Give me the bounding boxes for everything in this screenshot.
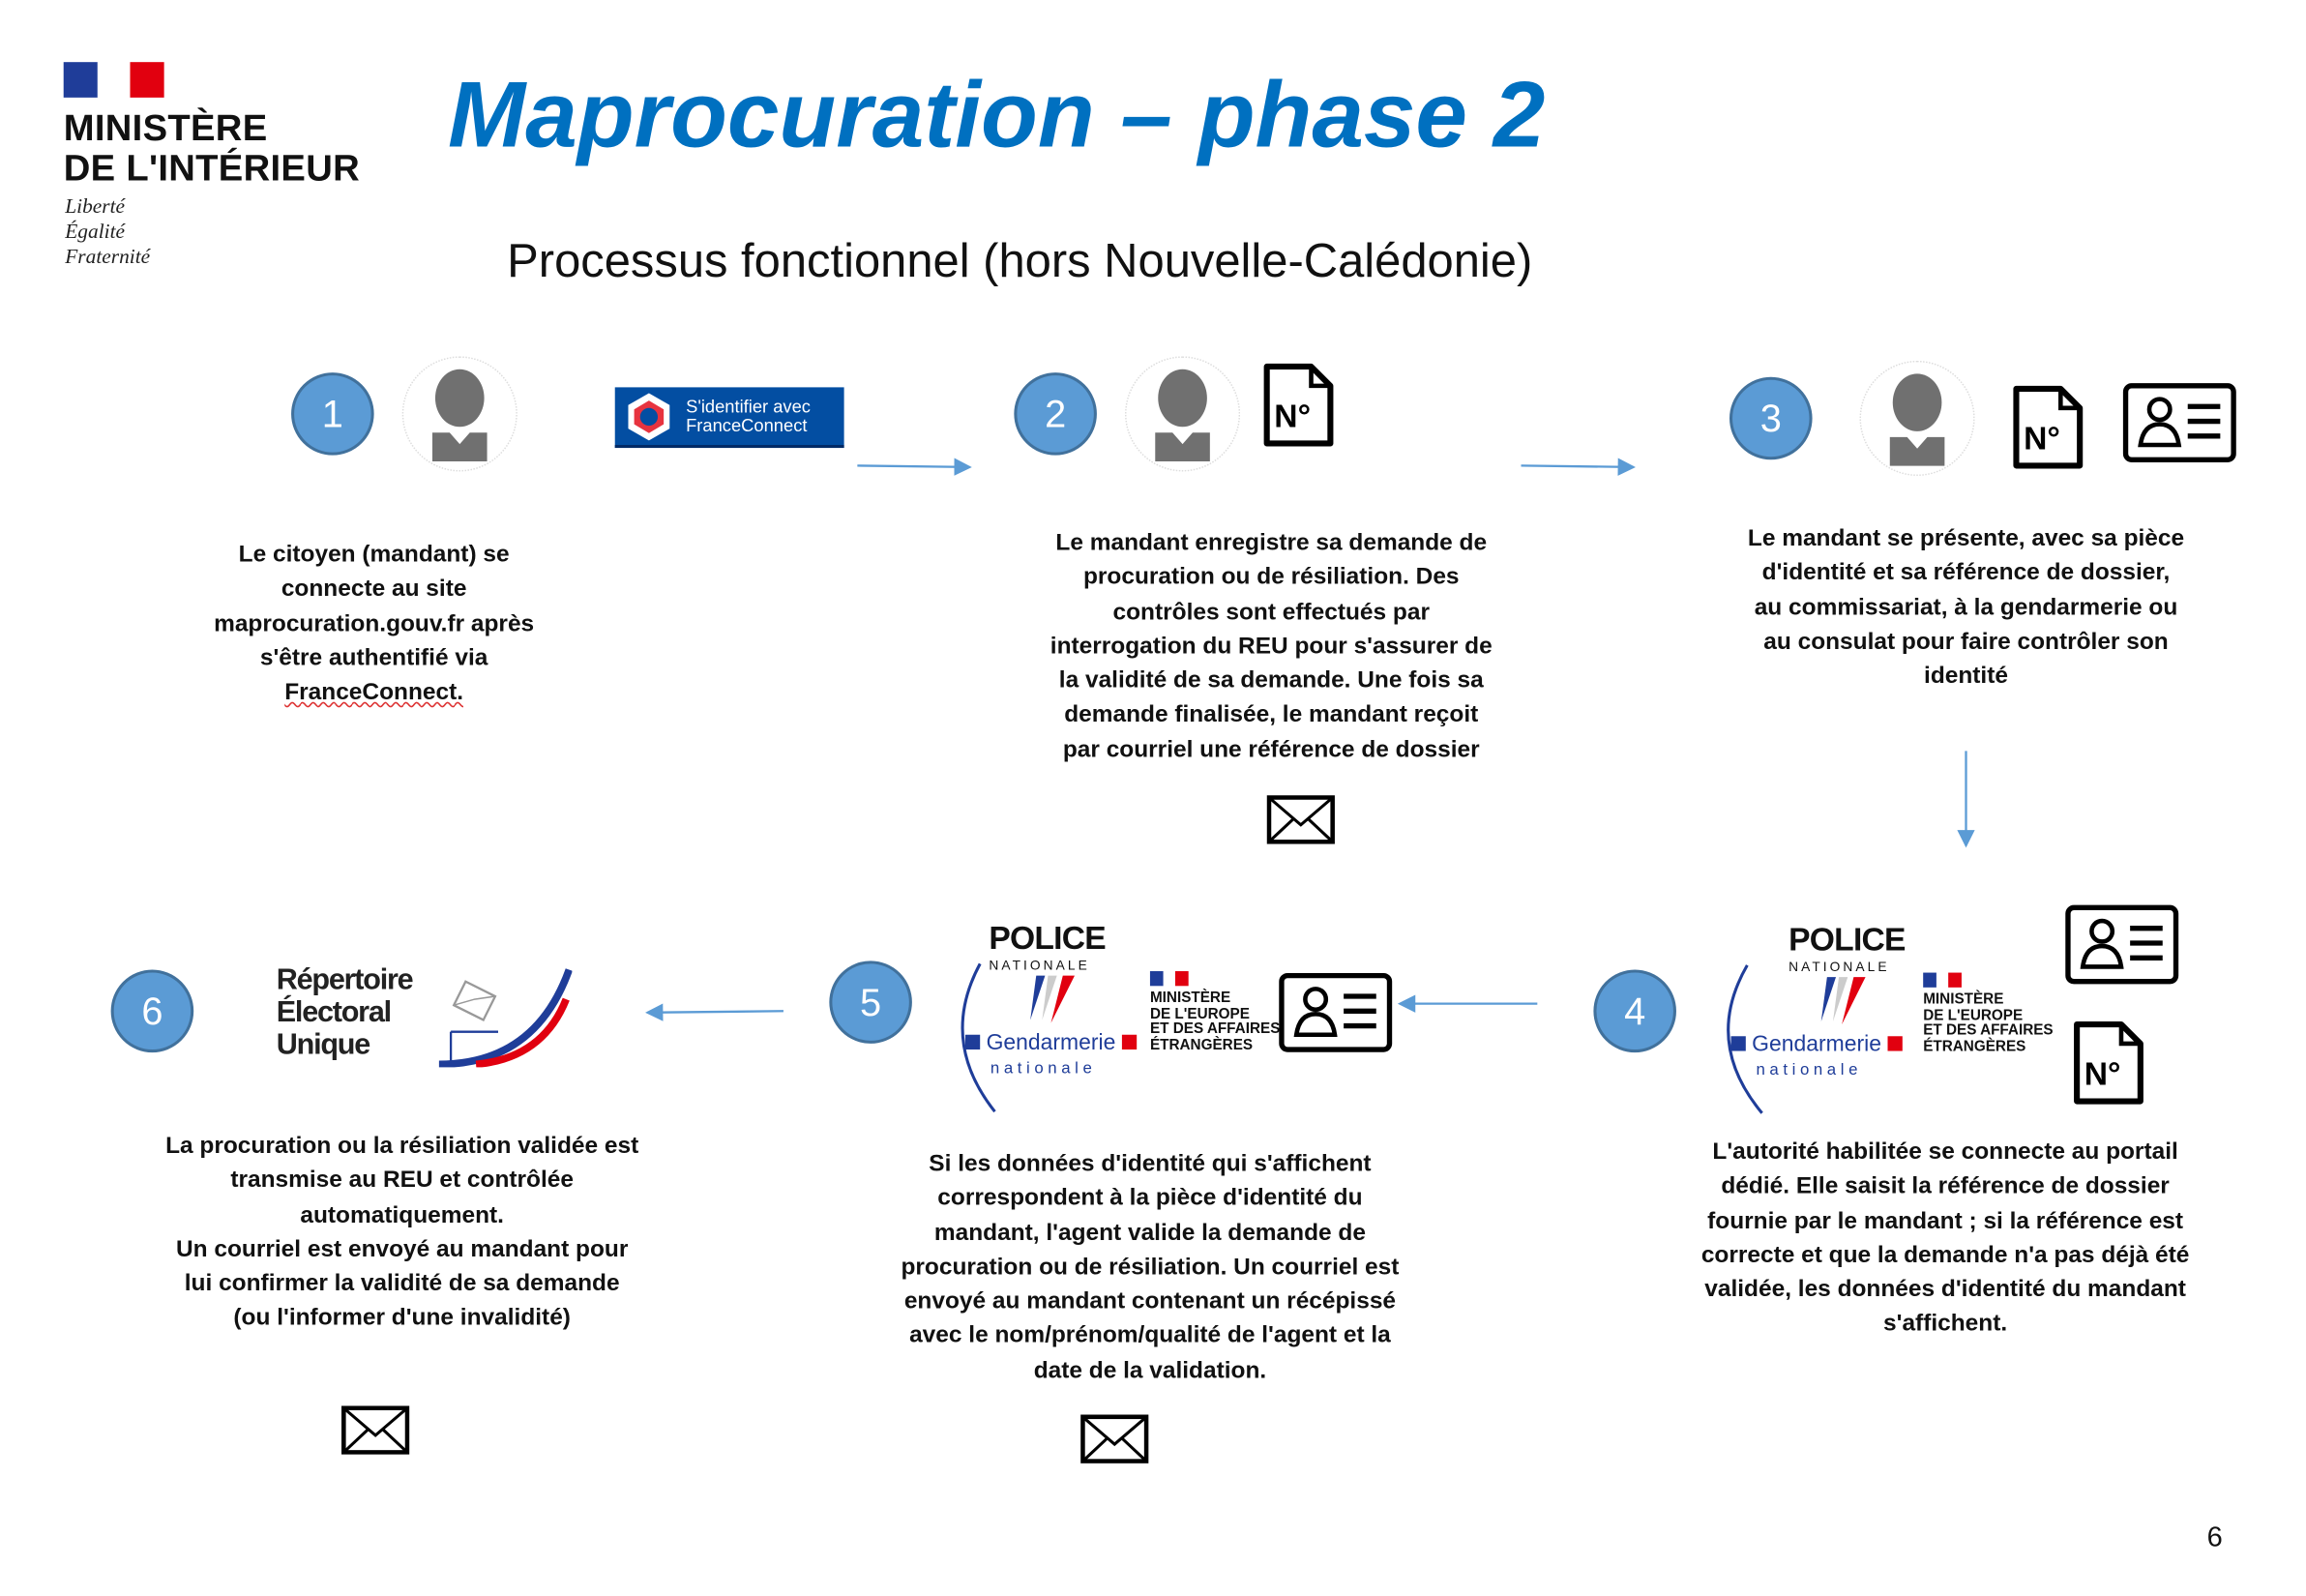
arrow-2-to-3: [1521, 458, 1636, 476]
arrow-5-to-6: [645, 1003, 783, 1021]
page-number: 6: [2206, 1522, 2223, 1554]
document-number-icon: N°: [2071, 1020, 2144, 1106]
franceconnect-line1: S'identifier avec: [686, 395, 811, 417]
step-6-badge: 6: [110, 969, 194, 1053]
gendarmerie-logo-subtext: nationale: [990, 1059, 1097, 1079]
svg-text:N°: N°: [2084, 1057, 2121, 1093]
marianne-flag-logo: [63, 62, 164, 98]
page-title: Maprocuration – phase 2: [448, 63, 1546, 167]
envelope-icon: [1080, 1414, 1149, 1463]
document-number-icon: N°: [1261, 362, 1335, 448]
person-icon: [401, 356, 517, 472]
svg-text:N°: N°: [2024, 422, 2060, 458]
police-logo-text: POLICE: [1789, 921, 1906, 959]
arrow-1-to-2: [857, 458, 972, 476]
police-logo-subtext: NATIONALE: [989, 958, 1090, 973]
gendarmerie-logo-text: Gendarmerie: [1730, 1032, 1903, 1056]
id-card-icon: [2065, 904, 2179, 985]
step-6-description: La procuration ou la résiliation validée…: [165, 1134, 639, 1332]
envelope-icon: [1266, 795, 1335, 844]
person-icon: [1124, 356, 1241, 472]
franceconnect-logo-icon: [628, 392, 670, 440]
step-5-badge: 5: [829, 961, 912, 1044]
police-gendarmerie-logos: POLICE NATIONALE Gendarmerie nationale M…: [1718, 921, 2057, 1116]
gendarmerie-logo-subtext: nationale: [1756, 1061, 1863, 1079]
franceconnect-line2: FranceConnect: [686, 414, 808, 436]
person-icon: [1859, 360, 1975, 477]
gendarmerie-logo-text: Gendarmerie: [964, 1031, 1138, 1055]
id-card-icon: [2122, 383, 2236, 462]
motto-fraternite: Fraternité: [65, 247, 151, 270]
motto-egalite: Égalité: [65, 222, 126, 245]
ministry-name-line1: MINISTÈRE: [63, 107, 268, 150]
step-4-description: L'autorité habilitée se connecte au port…: [1700, 1139, 2190, 1338]
police-logo-text: POLICE: [989, 919, 1106, 957]
document-number-icon: N°: [2010, 384, 2084, 470]
envelope-icon: [341, 1405, 410, 1455]
step-5-description: Si les données d'identité qui s'affichen…: [901, 1151, 1400, 1384]
step-2-badge: 2: [1014, 372, 1097, 456]
police-gendarmerie-logos: POLICE NATIONALE Gendarmerie nationale M…: [954, 919, 1281, 1115]
svg-text:N°: N°: [1274, 399, 1311, 435]
step-1-badge: 1: [291, 372, 374, 456]
ministry-name-line2: DE L'INTÉRIEUR: [63, 147, 360, 190]
step-4-badge: 4: [1593, 969, 1676, 1053]
motto-liberte: Liberté: [65, 196, 126, 220]
police-logo-subtext: NATIONALE: [1789, 959, 1890, 975]
id-card-icon: [1279, 972, 1393, 1052]
step-3-badge: 3: [1729, 376, 1813, 460]
page-subtitle: Processus fonctionnel (hors Nouvelle-Cal…: [507, 233, 1533, 287]
